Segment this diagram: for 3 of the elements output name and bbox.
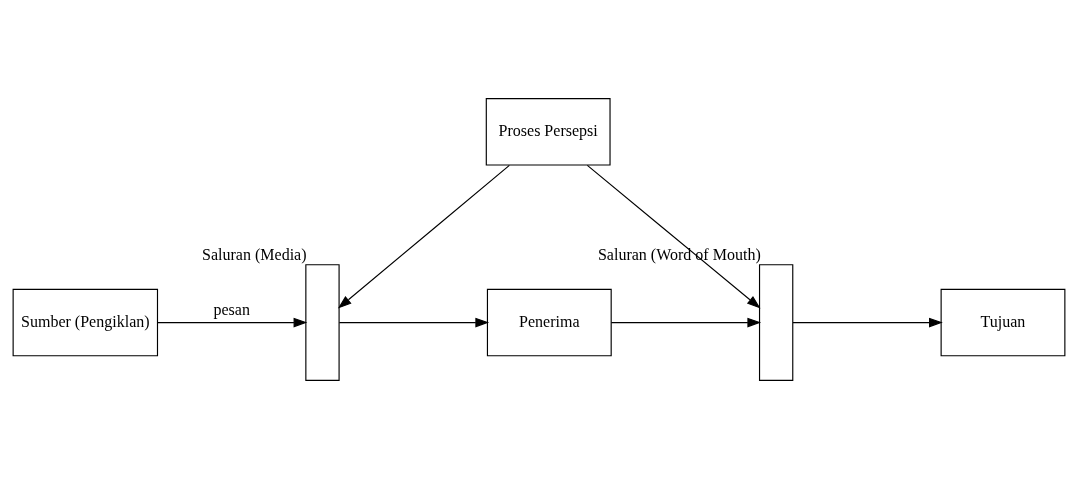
node-label: Saluran (Word of Mouth): [597, 246, 761, 264]
node-label: Saluran (Media): [202, 246, 307, 264]
edge-label: pesan: [213, 300, 250, 318]
